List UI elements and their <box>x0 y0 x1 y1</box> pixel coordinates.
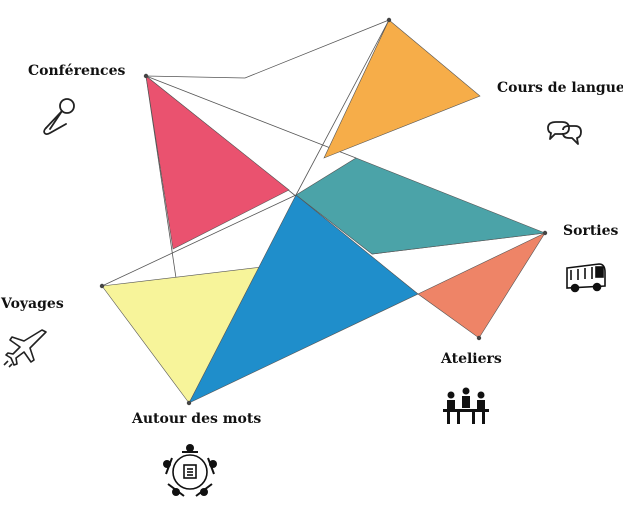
triangle-autour <box>188 194 419 404</box>
bus-icon <box>566 263 606 293</box>
triangle-cours <box>323 19 481 159</box>
group-circle-icon <box>163 444 217 497</box>
label-voyages: Voyages <box>1 296 64 312</box>
label-autour-des-mots: Autour des mots <box>132 411 262 427</box>
label-cours-de-langues: Cours de langues <box>497 80 623 96</box>
label-sorties: Sorties <box>563 223 619 239</box>
microphone-icon <box>43 98 75 135</box>
vertex-dots <box>99 17 548 406</box>
label-ateliers: Ateliers <box>441 351 502 367</box>
triangle-conferences <box>145 75 290 250</box>
airplane-icon <box>3 329 47 368</box>
speech-bubbles-icon <box>547 121 582 145</box>
meeting-table-icon <box>443 387 489 424</box>
label-conferences: Conférences <box>28 63 126 79</box>
triangle-ateliers <box>417 232 546 339</box>
